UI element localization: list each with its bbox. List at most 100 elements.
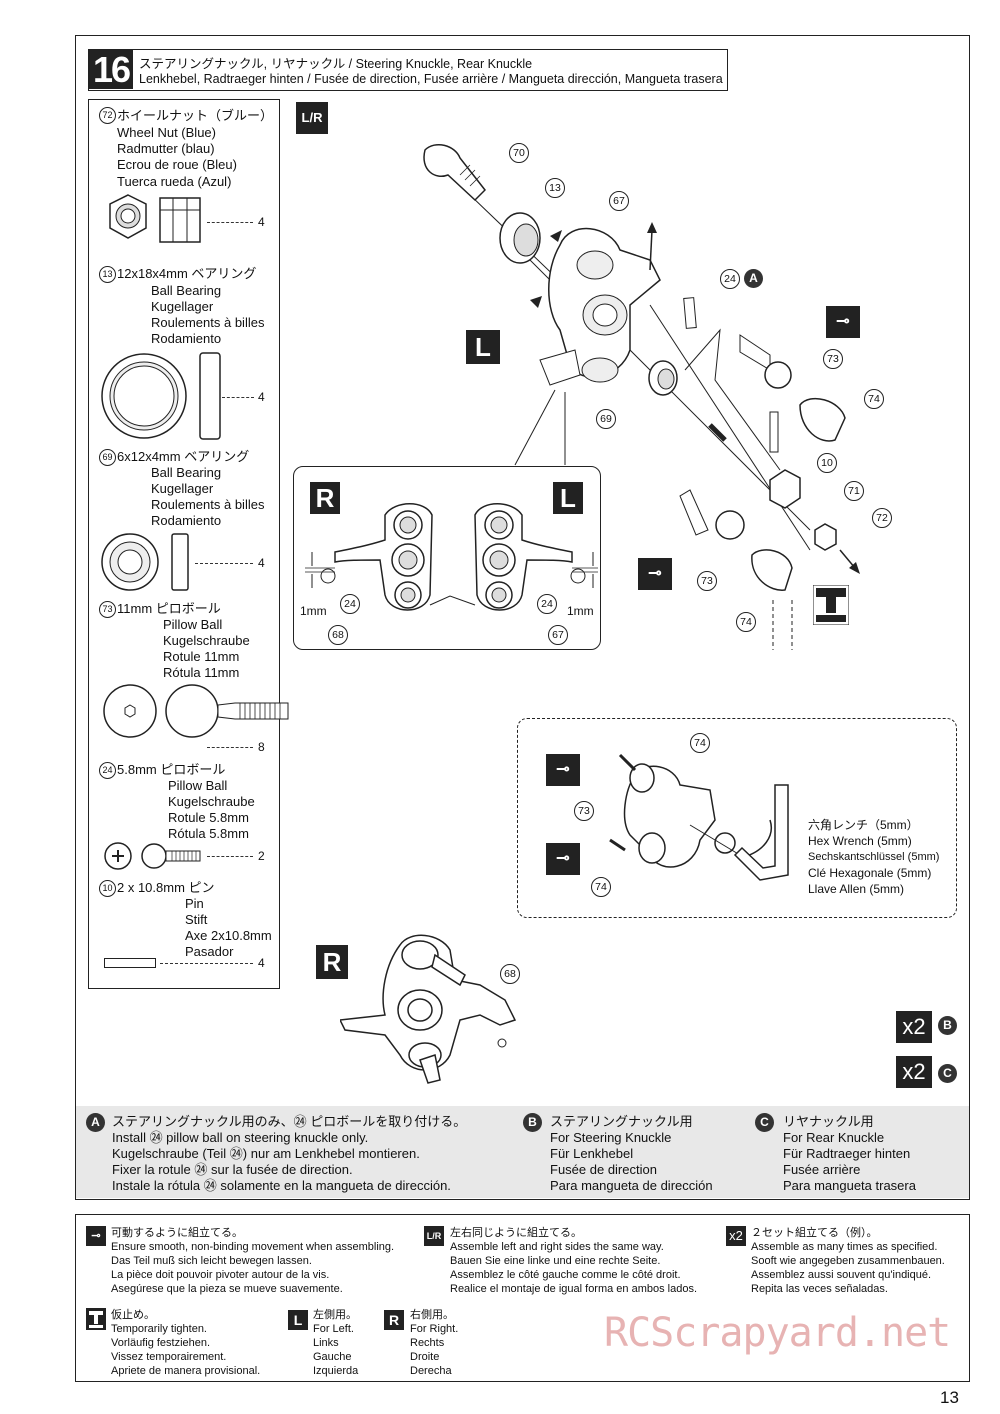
part-name-de: Kugellager bbox=[151, 299, 214, 314]
part-name-es: Rótula 11mm bbox=[163, 665, 240, 680]
page-number: 13 bbox=[940, 1388, 959, 1407]
legend-tighten-es: Apriete de manera provisional. bbox=[111, 1365, 261, 1377]
qty-leader bbox=[222, 397, 254, 398]
rear-knuckle-drawing bbox=[340, 934, 517, 1084]
part-name-es: Rodamiento bbox=[151, 331, 222, 346]
inset-callout-24-left: 24 bbox=[340, 594, 360, 614]
note-c-de: Für Radtraeger hinten bbox=[783, 1146, 911, 1161]
rear-right-label: R bbox=[316, 945, 348, 979]
qty-leader bbox=[195, 563, 253, 564]
legend-move-de: Das Teil muß sich leicht bewegen lassen. bbox=[111, 1255, 312, 1267]
detail-callout-74b: 74 bbox=[591, 877, 611, 897]
note-a-de: Kugelschraube (Teil ㉔) nur am Lenkhebel … bbox=[112, 1146, 420, 1161]
part-name-fr: Roulements à billes bbox=[151, 315, 265, 330]
legend-lr-es: Realice el montaje de igual forma en amb… bbox=[450, 1283, 698, 1295]
inset-right-label: R bbox=[310, 482, 340, 514]
note-b-fr: Fusée de direction bbox=[550, 1162, 657, 1177]
step-title-line1: ステアリングナックル, リヤナックル / Steering Knuckle, R… bbox=[139, 57, 533, 71]
part-name-fr: Axe 2x10.8mm bbox=[185, 928, 272, 943]
part-name-es: Tuerca rueda (Azul) bbox=[117, 174, 232, 189]
note-c-fr: Fusée arrière bbox=[783, 1162, 861, 1177]
part-name-de: Kugelschraube bbox=[163, 633, 250, 648]
x2-c-marker: C bbox=[938, 1064, 957, 1083]
x2-b-marker: B bbox=[938, 1016, 957, 1035]
part-name-jp: 6x12x4mm ベアリング bbox=[117, 449, 250, 464]
step-title-line2: Lenkhebel, Radtraeger hinten / Fusée de … bbox=[139, 72, 723, 86]
part-name-fr: Rotule 11mm bbox=[163, 649, 240, 664]
pillow-ball-5-8mm-illustration bbox=[104, 842, 201, 870]
note-b-badge: B bbox=[523, 1113, 542, 1132]
legend-lr-de: Bauen Sie eine linke und eine rechte Sei… bbox=[450, 1255, 661, 1267]
legend-move-fr: La pièce doit pouvoir pivoter autour de … bbox=[111, 1269, 330, 1281]
legend-x2-es: Repita las veces señaladas. bbox=[751, 1283, 888, 1295]
pivot-icon: ⊸ bbox=[826, 306, 860, 338]
step-header: 16 ステアリングナックル, リヤナックル / Steering Knuckle… bbox=[88, 49, 728, 91]
legend-left-de: Links bbox=[313, 1337, 339, 1349]
part-qty: 4 bbox=[258, 215, 265, 229]
note-a-en: Install ㉔ pillow ball on steering knuckl… bbox=[112, 1130, 369, 1145]
legend-lr-jp: 左右同じように組立てる。 bbox=[450, 1227, 582, 1239]
lr-icon: L/R bbox=[296, 102, 328, 134]
callout-69: 69 bbox=[596, 409, 616, 429]
note-b-en: For Steering Knuckle bbox=[550, 1130, 672, 1145]
rear-callout-68: 68 bbox=[500, 964, 520, 984]
part-name-jp: 5.8mm ピロボール bbox=[117, 762, 226, 777]
part-number-badge: 73 bbox=[99, 601, 116, 618]
ball-end-adjustment-drawing bbox=[609, 753, 772, 868]
part-name-en: Ball Bearing bbox=[151, 465, 222, 480]
inset-left-label: L bbox=[553, 482, 583, 514]
part-name-jp: ホイールナット（ブルー） bbox=[117, 108, 274, 123]
note-c-badge: C bbox=[755, 1113, 774, 1132]
watermark: RCScrapyard.net bbox=[604, 1310, 951, 1356]
qty-leader bbox=[207, 747, 253, 748]
note-a-badge: A bbox=[86, 1113, 105, 1132]
parts-list bbox=[88, 99, 280, 989]
pivot-icon: ⊸ bbox=[546, 843, 580, 875]
note-c-en: For Rear Knuckle bbox=[783, 1130, 885, 1145]
part-name-de: Radmutter (blau) bbox=[117, 141, 215, 156]
note-a-es: Instale la rótula ㉔ solamente en la mang… bbox=[112, 1178, 451, 1193]
callout-74: 74 bbox=[864, 389, 884, 409]
part-name-jp: 12x18x4mm ベアリング bbox=[117, 266, 257, 281]
part-number-badge: 10 bbox=[99, 880, 116, 897]
part-name-jp: 2 x 10.8mm ピン bbox=[117, 880, 215, 895]
legend-lr-fr: Assemblez le côté gauche comme le côté d… bbox=[450, 1269, 681, 1281]
part-name-fr: Roulements à billes bbox=[151, 497, 265, 512]
legend-x2-jp: ２セット組立てる（例）。 bbox=[751, 1227, 878, 1239]
x2-c-icon: x2 bbox=[896, 1056, 932, 1088]
callout-10: 10 bbox=[817, 453, 837, 473]
legend-tighten-fr: Vissez temporairement. bbox=[111, 1351, 227, 1363]
legend-lr-en: Assemble left and right sides the same w… bbox=[450, 1241, 664, 1253]
note-c-es: Para mangueta trasera bbox=[783, 1178, 916, 1193]
part-name-es: Rodamiento bbox=[151, 513, 222, 528]
lr-legend-icon: L/R bbox=[424, 1226, 444, 1246]
temp-tighten-icon bbox=[813, 585, 849, 625]
inset-dim-left: 1mm bbox=[300, 604, 327, 618]
bearing-illustration bbox=[101, 352, 221, 440]
part-number-badge: 24 bbox=[99, 762, 116, 779]
part-name-fr: Ecrou de roue (Bleu) bbox=[117, 157, 237, 172]
legend-move-jp: 可動するように組立てる。 bbox=[111, 1227, 243, 1239]
legend-tighten-de: Vorläufig festziehen. bbox=[111, 1337, 211, 1349]
callout-24: 24 bbox=[720, 269, 740, 289]
legend-right-en: For Right. bbox=[410, 1323, 459, 1335]
pillow-ball-11mm-illustration bbox=[103, 684, 289, 738]
note-b-es: Para mangueta de dirección bbox=[550, 1178, 713, 1193]
left-label: L bbox=[466, 330, 500, 364]
legend-left-en: For Left. bbox=[313, 1323, 354, 1335]
qty-leader bbox=[207, 222, 253, 223]
legend-tighten-en: Temporarily tighten. bbox=[111, 1323, 207, 1335]
part-name-en: Pillow Ball bbox=[168, 778, 228, 793]
part-qty: 2 bbox=[258, 849, 265, 863]
callout-67: 67 bbox=[609, 191, 629, 211]
legend-x2-fr: Assemblez aussi souvent qu'indiqué. bbox=[751, 1269, 932, 1281]
temp-tighten-legend-icon bbox=[86, 1308, 106, 1330]
callout-71: 71 bbox=[844, 481, 864, 501]
note-a-jp: ステアリングナックル用のみ、㉔ ピロボールを取り付ける。 bbox=[112, 1114, 467, 1129]
pivot-icon: ⊸ bbox=[638, 558, 672, 590]
legend-move-es: Asegúrese que la pieza se mueve suavemen… bbox=[111, 1283, 343, 1295]
pin-illustration bbox=[104, 958, 156, 968]
left-legend-icon: L bbox=[288, 1310, 308, 1330]
part-qty: 4 bbox=[258, 956, 265, 970]
inset-knuckles-drawing bbox=[305, 503, 598, 611]
